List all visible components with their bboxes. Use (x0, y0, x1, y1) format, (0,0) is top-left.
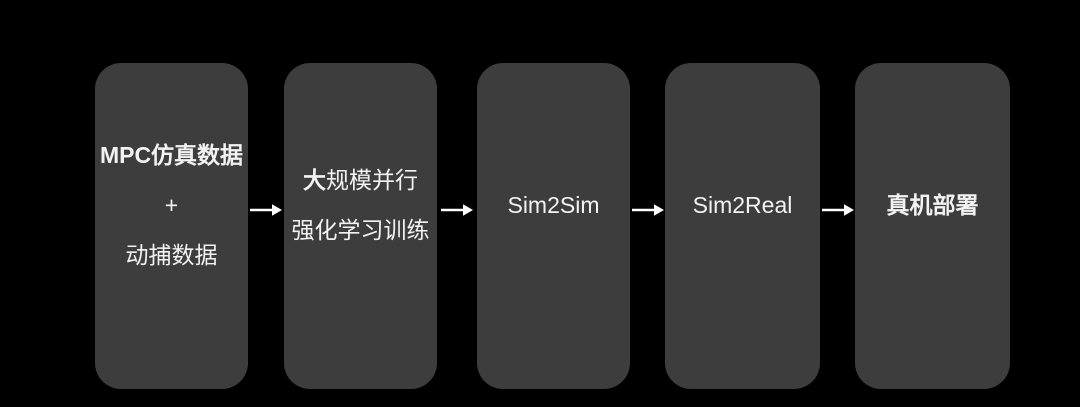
rl-training-label: 强化学习训练 (291, 217, 430, 243)
sim2sim-label: Sim2Sim (507, 191, 600, 218)
flow-box-mpc-data-content: MPC仿真数据 + 动捕数据 (99, 141, 244, 269)
sim2real-label: Sim2Real (692, 191, 793, 218)
flow-box-rl-training: 大规模并行 强化学习训练 (284, 63, 437, 389)
mocap-data-label: 动捕数据 (125, 242, 218, 269)
flow-box-deployment: 真机部署 (855, 63, 1010, 389)
arrow-right-icon (822, 204, 854, 216)
parallel-training-label-rest: 规模并行 (326, 166, 418, 193)
mpc-sim-data-label: MPC仿真数据 (99, 141, 244, 168)
flow-box-deployment-content: 真机部署 (887, 193, 979, 217)
flow-box-sim2sim: Sim2Sim (477, 63, 630, 389)
flow-box-rl-training-content: 大规模并行 强化学习训练 (292, 168, 430, 242)
arrow-right-icon (250, 204, 282, 216)
flow-box-sim2real: Sim2Real (665, 63, 820, 389)
deployment-label: 真机部署 (886, 191, 979, 218)
parallel-training-label-emph: 大 (303, 166, 326, 193)
flow-box-sim2real-content: Sim2Real (693, 193, 793, 217)
plus-sign: + (164, 191, 179, 218)
arrow-right-icon (632, 204, 664, 216)
flow-box-sim2sim-content: Sim2Sim (507, 193, 599, 217)
arrow-right-icon (441, 204, 473, 216)
parallel-training-label: 大规模并行 (303, 168, 418, 192)
flow-box-mpc-data: MPC仿真数据 + 动捕数据 (95, 63, 248, 389)
